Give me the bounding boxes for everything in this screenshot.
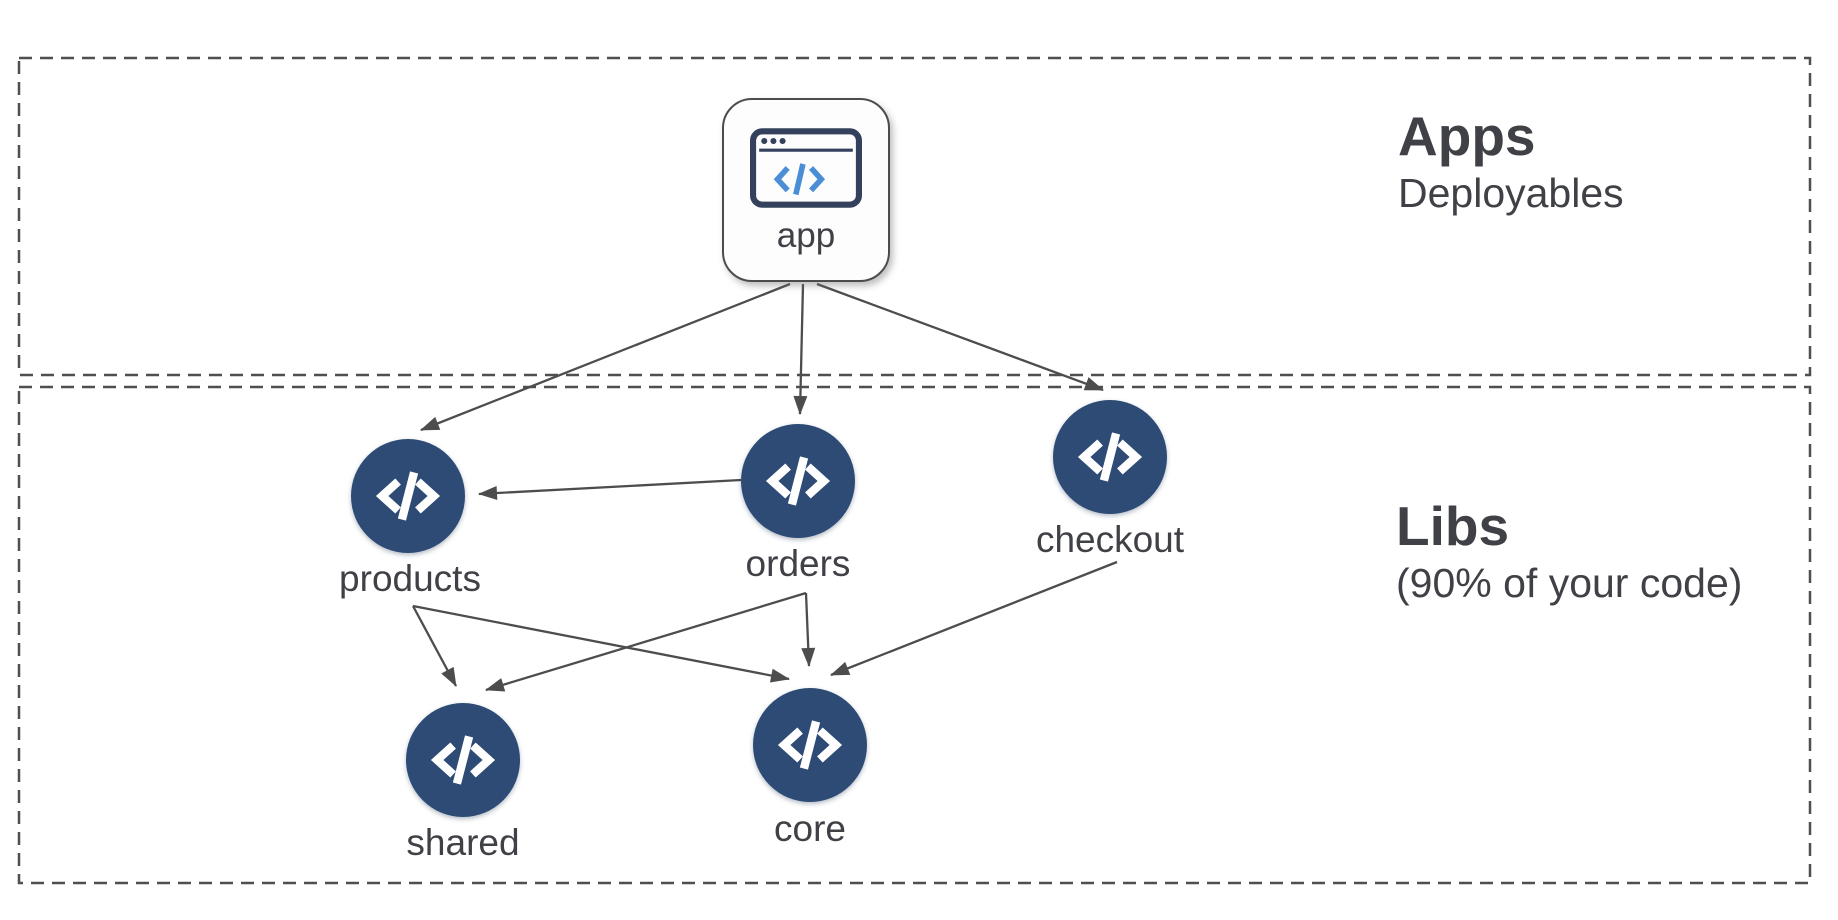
edge-products-to-shared [411, 605, 458, 687]
node-products [351, 439, 465, 553]
edge-app-to-orders [793, 283, 808, 415]
libs-section-label: Libs (90% of your code) [1396, 495, 1742, 610]
code-icon [777, 720, 843, 770]
libs-section-subtitle: (90% of your code) [1396, 560, 1743, 607]
node-checkout-label: checkout [1035, 519, 1185, 560]
node-core [753, 688, 867, 802]
edge-orders-to-shared [485, 591, 807, 692]
node-shared [406, 703, 520, 817]
libs-section-title: Libs [1396, 495, 1510, 557]
node-products-label: products [339, 558, 481, 599]
node-orders [741, 424, 855, 538]
edge-orders-to-core [801, 592, 816, 667]
node-core-label: core [774, 808, 846, 849]
edge-products-to-core [412, 604, 790, 683]
code-icon [1077, 432, 1143, 482]
apps-section-label: Apps Deployables [1398, 105, 1624, 220]
apps-section-subtitle: Deployables [1398, 170, 1624, 217]
browser-code-icon [750, 128, 862, 208]
node-checkout [1053, 400, 1167, 514]
apps-section-box [17, 56, 1812, 377]
libs-section-box [17, 385, 1812, 885]
node-shared-label: shared [406, 822, 520, 863]
node-app: app [722, 98, 890, 282]
edge-checkout-to-core [830, 560, 1118, 677]
code-icon [430, 735, 496, 785]
edge-app-to-checkout [816, 282, 1104, 392]
code-icon [375, 471, 441, 521]
edge-app-to-products [420, 282, 791, 432]
edge-orders-to-products [478, 478, 742, 501]
apps-section-title: Apps [1398, 105, 1536, 167]
node-orders-label: orders [745, 543, 851, 584]
code-icon [765, 456, 831, 506]
node-app-label: app [776, 216, 836, 255]
